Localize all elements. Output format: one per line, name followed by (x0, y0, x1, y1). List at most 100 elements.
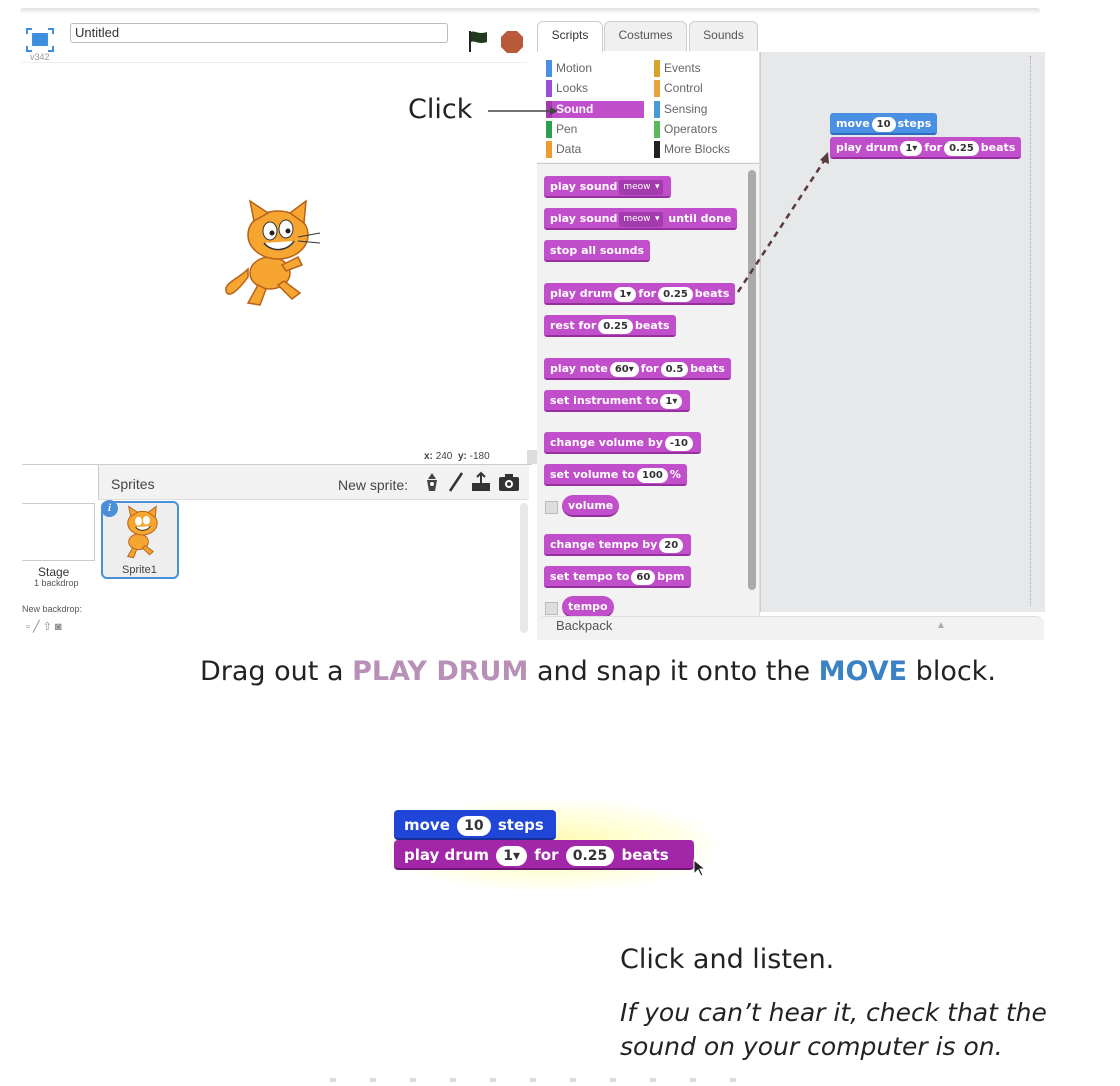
category-label: More Blocks (664, 142, 731, 156)
stage-collapse-handle[interactable] (527, 450, 537, 464)
caption-text: block. (907, 656, 996, 687)
annotation-arrows (488, 107, 829, 293)
category-pen[interactable]: Pen (546, 121, 577, 138)
camera-icon[interactable] (498, 471, 519, 493)
tab-sounds[interactable]: Sounds (689, 21, 758, 51)
upload-icon[interactable] (470, 471, 490, 493)
category-label: Pen (556, 122, 578, 136)
category-sensing[interactable]: Sensing (654, 101, 707, 118)
stop-sign-icon[interactable] (500, 30, 524, 54)
block-text: set instrument to (550, 394, 659, 407)
tempo-checkbox[interactable] (545, 602, 558, 615)
block-text: steps (897, 117, 932, 130)
category-color-bar (654, 80, 660, 97)
fullscreen-icon[interactable] (26, 28, 54, 52)
drum-dropdown[interactable]: 1▾ (614, 286, 637, 302)
change-volume-block[interactable]: change volume by-10 (544, 432, 701, 454)
block-text: for (640, 362, 659, 375)
big-play-drum-block[interactable]: play drum 1▾ for 0.25 beats (394, 840, 694, 870)
instrument-dropdown[interactable]: 1▾ (660, 393, 683, 409)
volume-checkbox[interactable] (545, 501, 558, 514)
stop-all-sounds-block[interactable]: stop all sounds (544, 240, 651, 262)
steps-input[interactable]: 10 (457, 815, 491, 836)
block-text: beats (694, 287, 730, 300)
beats-input[interactable]: 0.25 (598, 318, 633, 334)
volume-input[interactable]: 100 (637, 467, 668, 483)
beats-input[interactable]: 0.25 (944, 140, 979, 156)
block-text: change tempo by (550, 538, 658, 551)
instrument-value: 1 (665, 395, 673, 407)
stage-label: Stage (38, 565, 70, 579)
backdrop-tool-icons[interactable]: ▫ ╱ ⇧ ◙ (26, 621, 62, 633)
drum-dropdown[interactable]: 1▾ (900, 140, 923, 156)
category-label: Events (664, 61, 701, 75)
top-fade (20, 8, 1040, 14)
tempo-input[interactable]: 60 (631, 569, 656, 585)
sprite-info-icon[interactable]: i (101, 500, 118, 517)
category-motion[interactable]: Motion (546, 60, 592, 77)
block-text: bpm (657, 570, 685, 583)
bottom-edge (330, 1078, 760, 1082)
note-dropdown[interactable]: 60▾ (609, 361, 639, 377)
big-move-block[interactable]: move 10 steps (394, 810, 556, 840)
green-flag-icon[interactable] (466, 29, 490, 53)
volume-reporter-block[interactable]: volume (562, 495, 620, 517)
block-text: until done (668, 212, 732, 225)
category-control[interactable]: Control (654, 80, 703, 97)
block-text: beats (634, 319, 670, 332)
beats-input[interactable]: 0.25 (658, 286, 693, 302)
sprite-pane-scrollbar[interactable] (520, 503, 528, 633)
backpack-bar[interactable] (537, 616, 1044, 640)
beats-input[interactable]: 0.25 (565, 845, 615, 866)
block-text: beats (980, 141, 1016, 154)
sound-dropdown[interactable]: meow (619, 211, 663, 227)
paint-brush-icon[interactable] (446, 471, 466, 493)
category-color-bar (654, 141, 660, 158)
scratch-cat-sprite[interactable] (218, 199, 328, 311)
category-sound[interactable]: Sound (546, 101, 644, 118)
category-more-blocks[interactable]: More Blocks (654, 141, 730, 158)
tempo-change-input[interactable]: 20 (659, 537, 684, 553)
backpack-expand-icon[interactable]: ▲ (936, 620, 946, 631)
drum-value: 1 (503, 847, 513, 864)
category-looks[interactable]: Looks (546, 80, 588, 97)
category-events[interactable]: Events (654, 60, 701, 77)
x-value: 240 (435, 451, 453, 462)
sound-dropdown[interactable]: meow (619, 179, 663, 195)
tab-scripts[interactable]: Scripts (537, 21, 603, 53)
steps-input[interactable]: 10 (871, 116, 896, 132)
category-label: Motion (556, 61, 593, 75)
block-text: % (669, 468, 681, 481)
beats-input[interactable]: 0.5 (660, 361, 689, 377)
volume-change-input[interactable]: -10 (664, 435, 693, 451)
stage-thumbnail[interactable] (22, 503, 95, 561)
script-area-guide (1030, 56, 1032, 606)
category-data[interactable]: Data (546, 141, 581, 158)
block-text: play drum (836, 141, 899, 154)
caption-text: Drag out a (200, 656, 353, 687)
project-title-input[interactable]: Untitled (70, 23, 448, 43)
stage-canvas[interactable] (22, 62, 527, 451)
category-operators[interactable]: Operators (654, 121, 717, 138)
palette-scrollbar[interactable] (748, 170, 756, 590)
instruction-caption: Drag out a PLAY DRUM and snap it onto th… (200, 656, 996, 687)
category-color-bar (546, 60, 552, 77)
sprite-library-icon[interactable] (422, 471, 442, 493)
hint-line: If you can’t hear it, check that the (620, 998, 1047, 1027)
drum-dropdown[interactable]: 1▾ (496, 845, 527, 866)
tab-costumes[interactable]: Costumes (604, 21, 687, 51)
block-text: beats (621, 846, 669, 864)
category-label: Control (664, 81, 703, 95)
block-text: play sound (550, 212, 618, 225)
